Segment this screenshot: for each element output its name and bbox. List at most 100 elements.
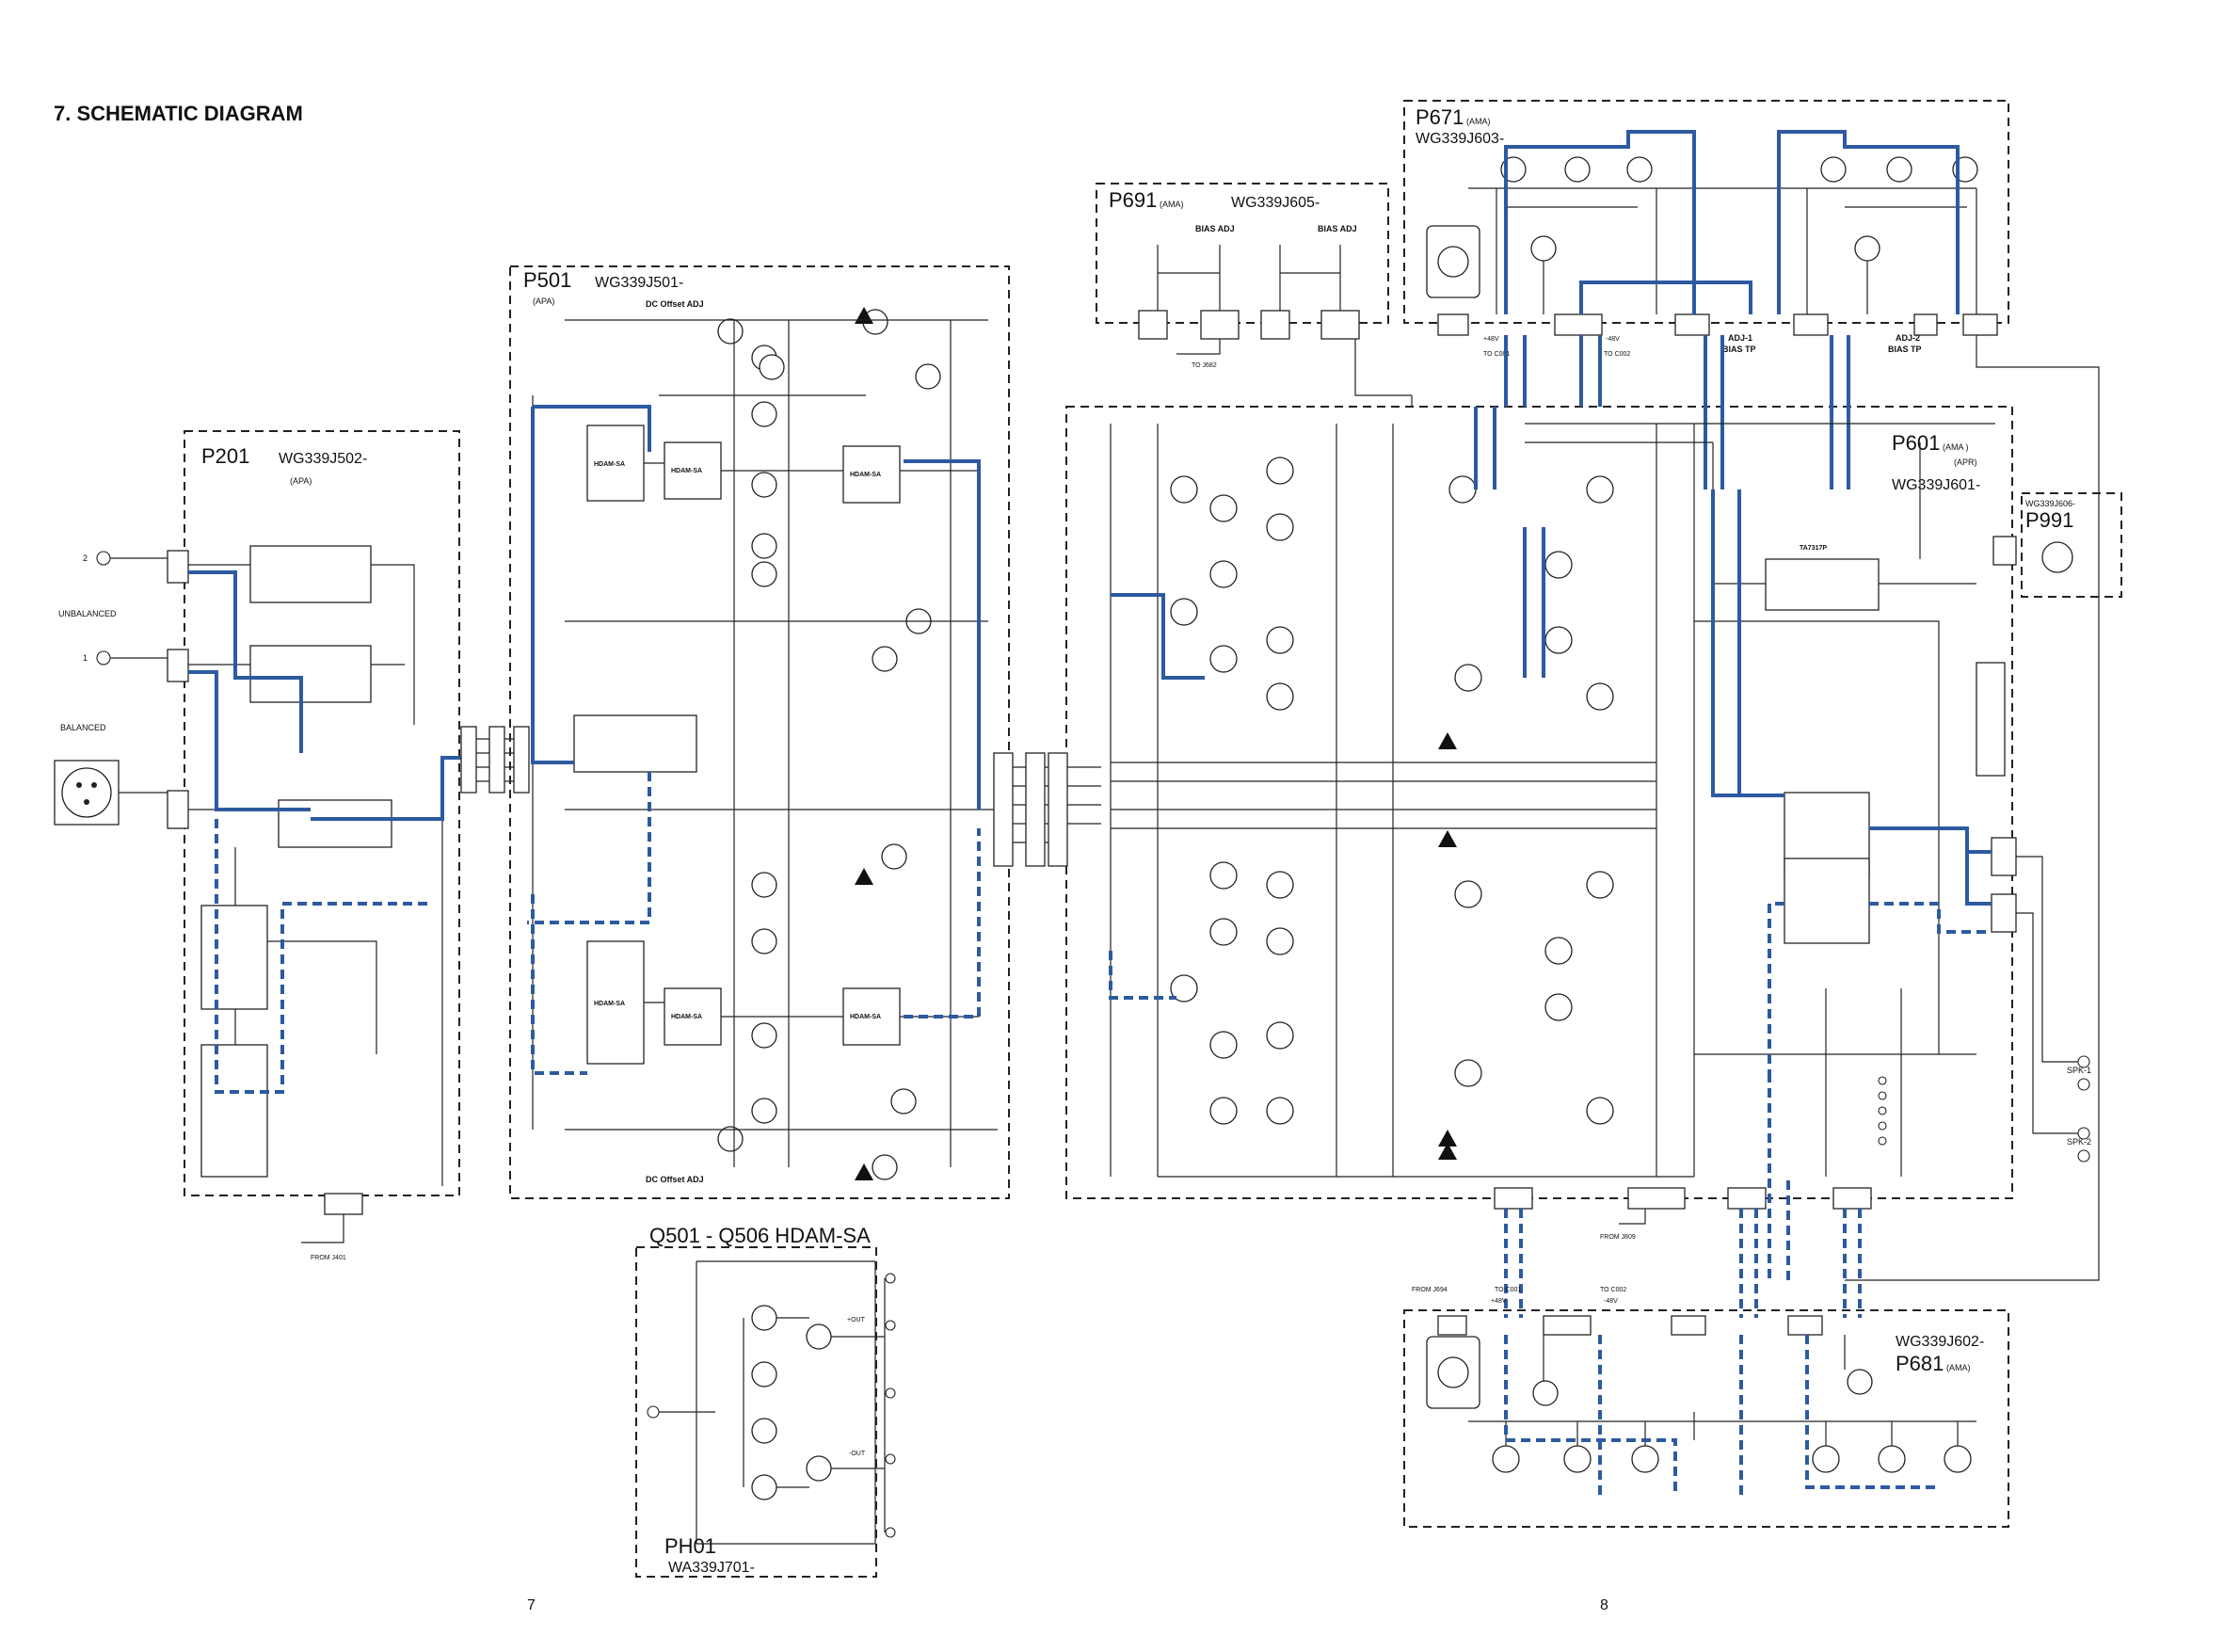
transistor-q682 — [1847, 1369, 1873, 1395]
board-p681-label: WG339J602- P681 (AMA) — [1896, 1334, 1984, 1375]
p681-output: FROM J694 TO C001 TO C002 +48V -48V — [1412, 1287, 1976, 1497]
from-j401-label: FROM J401 — [311, 1255, 346, 1261]
page-title: 7. SCHEMATIC DIAGRAM — [54, 102, 303, 125]
board-p601-id: P601 — [1892, 431, 1940, 455]
connector-j502 — [993, 752, 1014, 867]
ic-q300-label: TA7317P — [1800, 545, 1827, 552]
board-p601-type: (AMA ) — [1943, 442, 1969, 452]
board-p671-id: P671 — [1416, 105, 1464, 129]
connector-j301 — [513, 726, 530, 794]
board-ph01-outline — [635, 1246, 877, 1578]
transistor-q687 — [1631, 1445, 1659, 1473]
transistor-q624 — [1266, 927, 1294, 955]
board-p501-id: P501 — [523, 268, 571, 292]
bias-adj-label-1: BIAS ADJ — [1195, 224, 1235, 233]
board-ph01-id: PH01 — [664, 1534, 716, 1558]
to-c001-label-top: TO C001 — [1483, 351, 1510, 358]
terminal-n — [1878, 1091, 1887, 1100]
input-1-label: 1 — [83, 653, 88, 663]
transistor-q684 — [1812, 1445, 1840, 1473]
connector-j204 — [460, 726, 477, 794]
board-p601-outline — [1065, 406, 2013, 1199]
connector-j601 — [1048, 752, 1068, 867]
relay-ry302 — [1784, 858, 1870, 944]
connector-j677 — [1913, 313, 1938, 336]
transistor-q626 — [1266, 1021, 1294, 1050]
board-ph01-header: Q501 - Q506 HDAM-SA — [649, 1224, 871, 1247]
transistor-q688 — [1944, 1445, 1972, 1473]
p601-wiring — [1110, 423, 1995, 1178]
signal-path-alt — [215, 819, 433, 1094]
transistor-q638 — [1544, 993, 1573, 1021]
dc-offset-adj-bottom: DC Offset ADJ — [646, 1175, 704, 1184]
minus48v-label-top: -48V — [1606, 336, 1620, 343]
terminal-strip-f-l — [1878, 1076, 1887, 1146]
transistor-q525 — [872, 646, 898, 672]
transistor-q527 — [915, 363, 941, 390]
board-p681-part: WG339J602- — [1896, 1334, 1984, 1350]
hdam-q501-label: HDAM-SA — [594, 461, 625, 468]
warning-triangle-icon — [1438, 830, 1457, 847]
terminal-l — [1878, 1136, 1887, 1146]
connector-j622 — [1832, 1187, 1872, 1210]
transistor-q686 — [1878, 1445, 1906, 1473]
transistor-q617 — [1266, 457, 1294, 485]
connector-bank-wiring — [476, 738, 514, 782]
connector-j683 — [1671, 1315, 1706, 1336]
transistor-qh06 — [806, 1455, 832, 1482]
board-p201-id: P201 — [201, 444, 249, 468]
spk1-label: SPK-1 — [2067, 1066, 2091, 1075]
hdam-q502-label: HDAM-SA — [594, 1001, 625, 1007]
board-p671-label: P671 (AMA) WG339J603- — [1416, 105, 1504, 147]
p601-main-amp: TA7317P — [1109, 407, 2091, 1280]
selector-switch-s201a — [200, 905, 268, 1010]
bias-tp-label-1: BIAS TP — [1722, 345, 1756, 354]
to-c002-label-bottom: TO C002 — [1600, 1287, 1626, 1293]
board-p501-part: WG339J501- — [595, 275, 683, 291]
thermal-sensor-q688-body — [1437, 1356, 1469, 1388]
transistor-q641 — [1586, 682, 1614, 711]
connector-j682 — [1437, 1315, 1467, 1336]
transistor-q637 — [1544, 551, 1573, 579]
board-p671-type: (AMA) — [1466, 117, 1491, 126]
transistor-q678 — [1820, 156, 1847, 183]
transistor-q640 — [1586, 871, 1614, 899]
jh01-input — [647, 1405, 660, 1419]
terminal-k — [1878, 1121, 1887, 1131]
connector-j684 — [1787, 1315, 1823, 1336]
bias-adj-label-2: BIAS ADJ — [1318, 224, 1357, 233]
p601-signal-path-bottom — [1109, 902, 1992, 1280]
connector-j671 — [1554, 313, 1603, 336]
board-p691-outline — [1096, 183, 1389, 324]
hdam-q506 — [842, 987, 901, 1046]
p681-output-path — [1504, 1335, 1939, 1497]
transistor-q606 — [1170, 974, 1198, 1002]
connector-j674 — [1793, 313, 1829, 336]
thermistor-p991 — [2041, 541, 2073, 573]
transistor-q508 — [717, 1126, 744, 1152]
transistor-q632 — [1454, 880, 1482, 908]
transistor-q677 — [1626, 156, 1653, 183]
relay-ry501 — [573, 714, 697, 773]
transistor-q613 — [1170, 475, 1198, 504]
spk2-label: SPK-2 — [2067, 1137, 2091, 1147]
transistor-qh01 — [751, 1361, 777, 1387]
jh01-terminal-4 — [885, 1453, 896, 1465]
p501-signal-path-top — [531, 405, 981, 810]
connector-j694 — [1200, 310, 1240, 340]
center-connector-wiring — [1013, 766, 1101, 843]
out-plus-label: +OUT — [847, 1317, 866, 1323]
connector-bank-center — [993, 752, 1101, 867]
connector-j691 — [1260, 310, 1290, 340]
connector-j205 — [324, 1193, 363, 1215]
transistor-q521 — [751, 472, 777, 498]
transistor-qh02 — [751, 1418, 777, 1444]
board-p681-id: P681 — [1896, 1352, 1944, 1375]
board-p681-type: (AMA) — [1946, 1363, 1971, 1372]
transistor-q524 — [872, 1154, 898, 1180]
xlr-pin — [91, 782, 97, 788]
transistor-q633 — [1454, 664, 1482, 692]
rca-jack-1 — [96, 650, 111, 666]
transistor-q639 — [1586, 475, 1614, 504]
